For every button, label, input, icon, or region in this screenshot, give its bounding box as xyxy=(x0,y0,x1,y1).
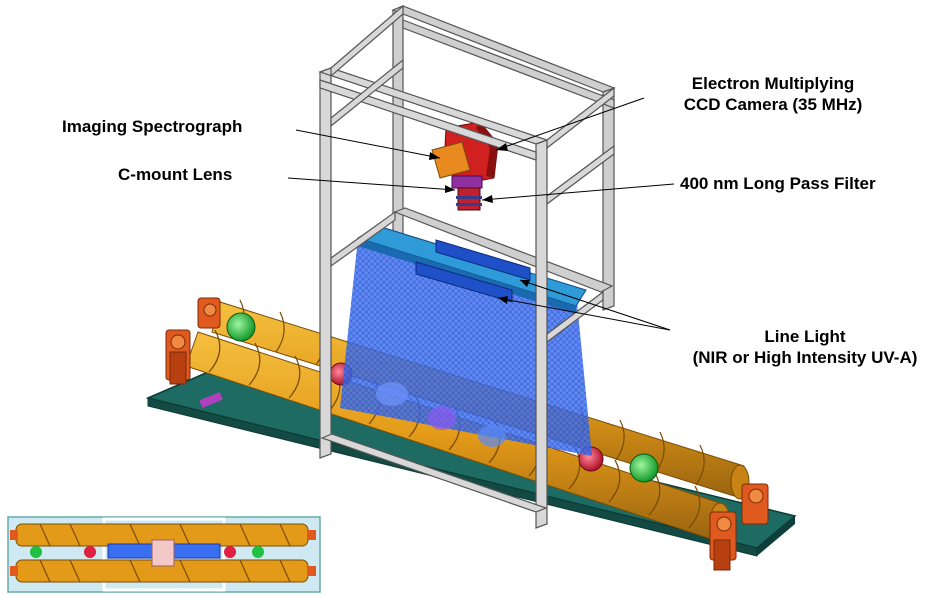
c-mount-lens-label: C-mount Lens xyxy=(118,165,233,184)
camera-assembly xyxy=(431,121,499,211)
emccd-camera-label-line2: CCD Camera (35 MHz) xyxy=(683,95,863,114)
arrowheads xyxy=(429,143,530,304)
emccd-camera-label-line1: Electron Multiplying xyxy=(691,74,855,93)
emccd-camera-label: Electron Multiplying CCD Camera (35 MHz) xyxy=(648,73,898,115)
line-light-label-line2: (NIR or High Intensity UV-A) xyxy=(692,348,918,367)
roller-brackets xyxy=(165,297,769,571)
green-sphere xyxy=(629,453,659,483)
line-light-housing xyxy=(356,225,587,314)
inset-top-view xyxy=(7,516,321,593)
line-light-label: Line Light (NIR or High Intensity UV-A) xyxy=(672,326,938,368)
frame-back xyxy=(391,5,616,311)
imaging-spectrograph-label: Imaging Spectrograph xyxy=(62,117,243,136)
line-light-label-line1: Line Light xyxy=(764,327,846,346)
c-mount-lens xyxy=(451,175,483,189)
imaging-spectrograph xyxy=(431,141,471,179)
long-pass-filter-label: 400 nm Long Pass Filter xyxy=(680,174,876,193)
frame-front xyxy=(318,4,615,529)
leader-lines xyxy=(287,97,675,331)
green-sphere xyxy=(226,312,256,342)
